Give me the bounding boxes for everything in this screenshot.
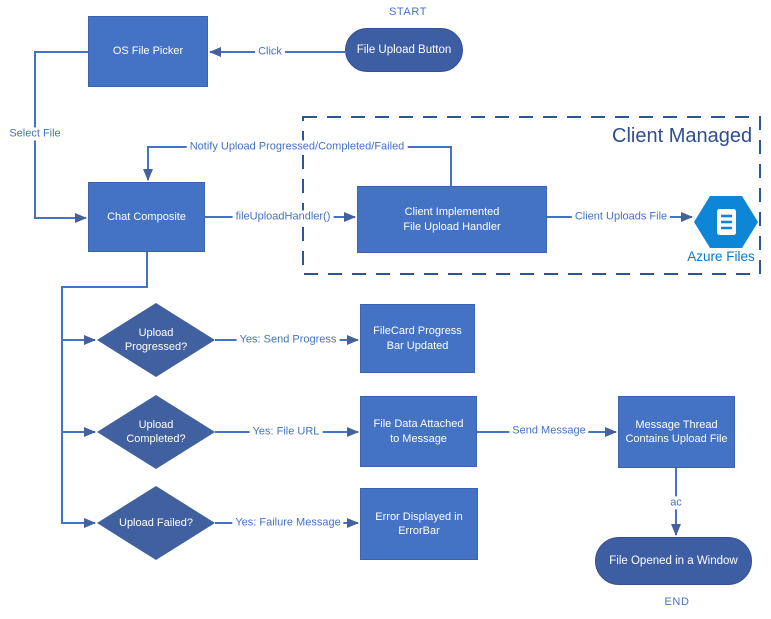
node-message-thread-contains-upload-file: Message Thread Contains Upload File xyxy=(618,396,735,468)
node-label-line: Error Displayed in xyxy=(375,510,463,523)
node-label-line: to Message xyxy=(390,432,447,445)
node-label-line: FileCard Progress xyxy=(373,325,462,338)
client-managed-region-title: Client Managed xyxy=(612,125,753,147)
node-label-line: Upload xyxy=(138,326,174,339)
node-os-file-picker: OS File Picker xyxy=(88,16,208,87)
node-label-line: Bar Updated xyxy=(386,339,449,352)
node-file-upload-button: File Upload Button xyxy=(345,28,463,72)
node-filecard-progress-bar-updated: FileCard Progress Bar Updated xyxy=(360,304,475,373)
connector-label-yes-failure-message: Yes: Failure Message xyxy=(232,516,344,530)
node-label-line: Contains Upload File xyxy=(625,433,728,445)
connector-label-yes-file-url: Yes: File URL xyxy=(249,425,323,439)
connector-label-ac: ac xyxy=(667,496,685,510)
connector-label-send-message: Send Message xyxy=(509,424,589,438)
connector-label-click: Click xyxy=(255,45,285,59)
connector-label-yes-send-progress: Yes: Send Progress xyxy=(236,333,340,347)
node-label-line: File Upload Handler xyxy=(403,220,501,233)
node-label-line: Completed? xyxy=(126,433,186,445)
connector-label-select-file: Select File xyxy=(6,127,64,141)
azure-files-icon xyxy=(694,196,758,248)
azure-files-label: Azure Files xyxy=(687,249,755,264)
node-label-line: Progressed? xyxy=(124,341,188,353)
client-managed-region-border xyxy=(302,116,761,275)
node-label: Chat Composite xyxy=(107,210,186,223)
node-client-implemented-file-upload-handler: Client Implemented File Upload Handler xyxy=(357,186,547,253)
start-label: START xyxy=(388,6,428,18)
node-label-line: Client Implemented xyxy=(404,206,500,219)
node-label: OS File Picker xyxy=(112,45,184,58)
node-chat-composite: Chat Composite xyxy=(88,182,205,252)
end-label: END xyxy=(664,596,690,608)
node-label: File Upload Button xyxy=(356,43,452,56)
edge-trunk xyxy=(61,252,148,528)
node-label-line: ErrorBar xyxy=(398,525,440,537)
node-error-displayed-in-errorbar: Error Displayed in ErrorBar xyxy=(360,488,478,560)
node-label-line: Upload xyxy=(138,418,174,431)
node-file-data-attached-to-message: File Data Attached to Message xyxy=(360,396,477,467)
connector-label-file-upload-handler: fileUploadHandler() xyxy=(232,210,334,224)
node-label: File Opened in a Window xyxy=(609,554,738,567)
connector-label-notify: Notify Upload Progressed/Completed/Faile… xyxy=(186,140,408,154)
node-label: Upload Failed? xyxy=(119,516,193,529)
node-label-line: File Data Attached xyxy=(373,418,464,431)
connector-label-client-uploads-file: Client Uploads File xyxy=(571,210,671,224)
node-label-line: Message Thread xyxy=(635,418,718,431)
node-file-opened-in-a-window: File Opened in a Window xyxy=(595,537,752,585)
